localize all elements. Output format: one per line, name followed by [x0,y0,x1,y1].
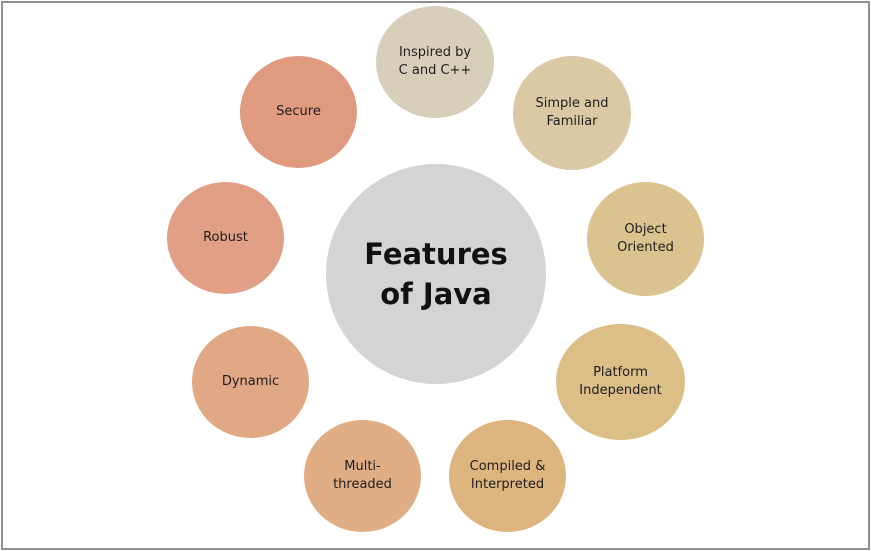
feature-secure: Secure [240,56,357,168]
feature-label-line1: Platform [593,365,648,380]
feature-label-line1: Robust [203,230,248,245]
feature-label-line1: Inspired by [398,45,472,60]
feature-label-line1: Dynamic [221,374,280,389]
feature-label-line2: threaded [333,477,392,492]
center-circle: Features of Java [326,164,546,384]
feature-simple-and-familiar: Simple and Familiar [513,56,631,170]
feature-label-line2: Interpreted [470,477,545,492]
feature-label-line2: Independent [579,383,662,398]
feature-label-line2: C and C++ [398,63,472,78]
center-title-line1: Features [364,237,508,271]
center-title-line2: of Java [380,277,492,311]
feature-dynamic: Dynamic [192,326,309,438]
feature-label-line2: Oriented [617,240,674,255]
feature-robust: Robust [167,182,284,294]
feature-label-line1: Secure [276,104,321,119]
feature-label-line1: Multi- [344,459,381,474]
feature-label-line1: Compiled & [469,459,546,474]
feature-label-line1: Object [624,222,667,237]
feature-platform-independent: Platform Independent [556,324,685,440]
feature-compiled-and-interpreted: Compiled & Interpreted [449,420,566,532]
feature-multi-threaded: Multi- threaded [304,420,421,532]
feature-object-oriented: Object Oriented [587,182,704,296]
feature-label-line1: Simple and [535,96,609,111]
feature-inspired-by-c-cpp: Inspired by C and C++ [376,6,494,118]
feature-label-line2: Familiar [546,114,598,129]
